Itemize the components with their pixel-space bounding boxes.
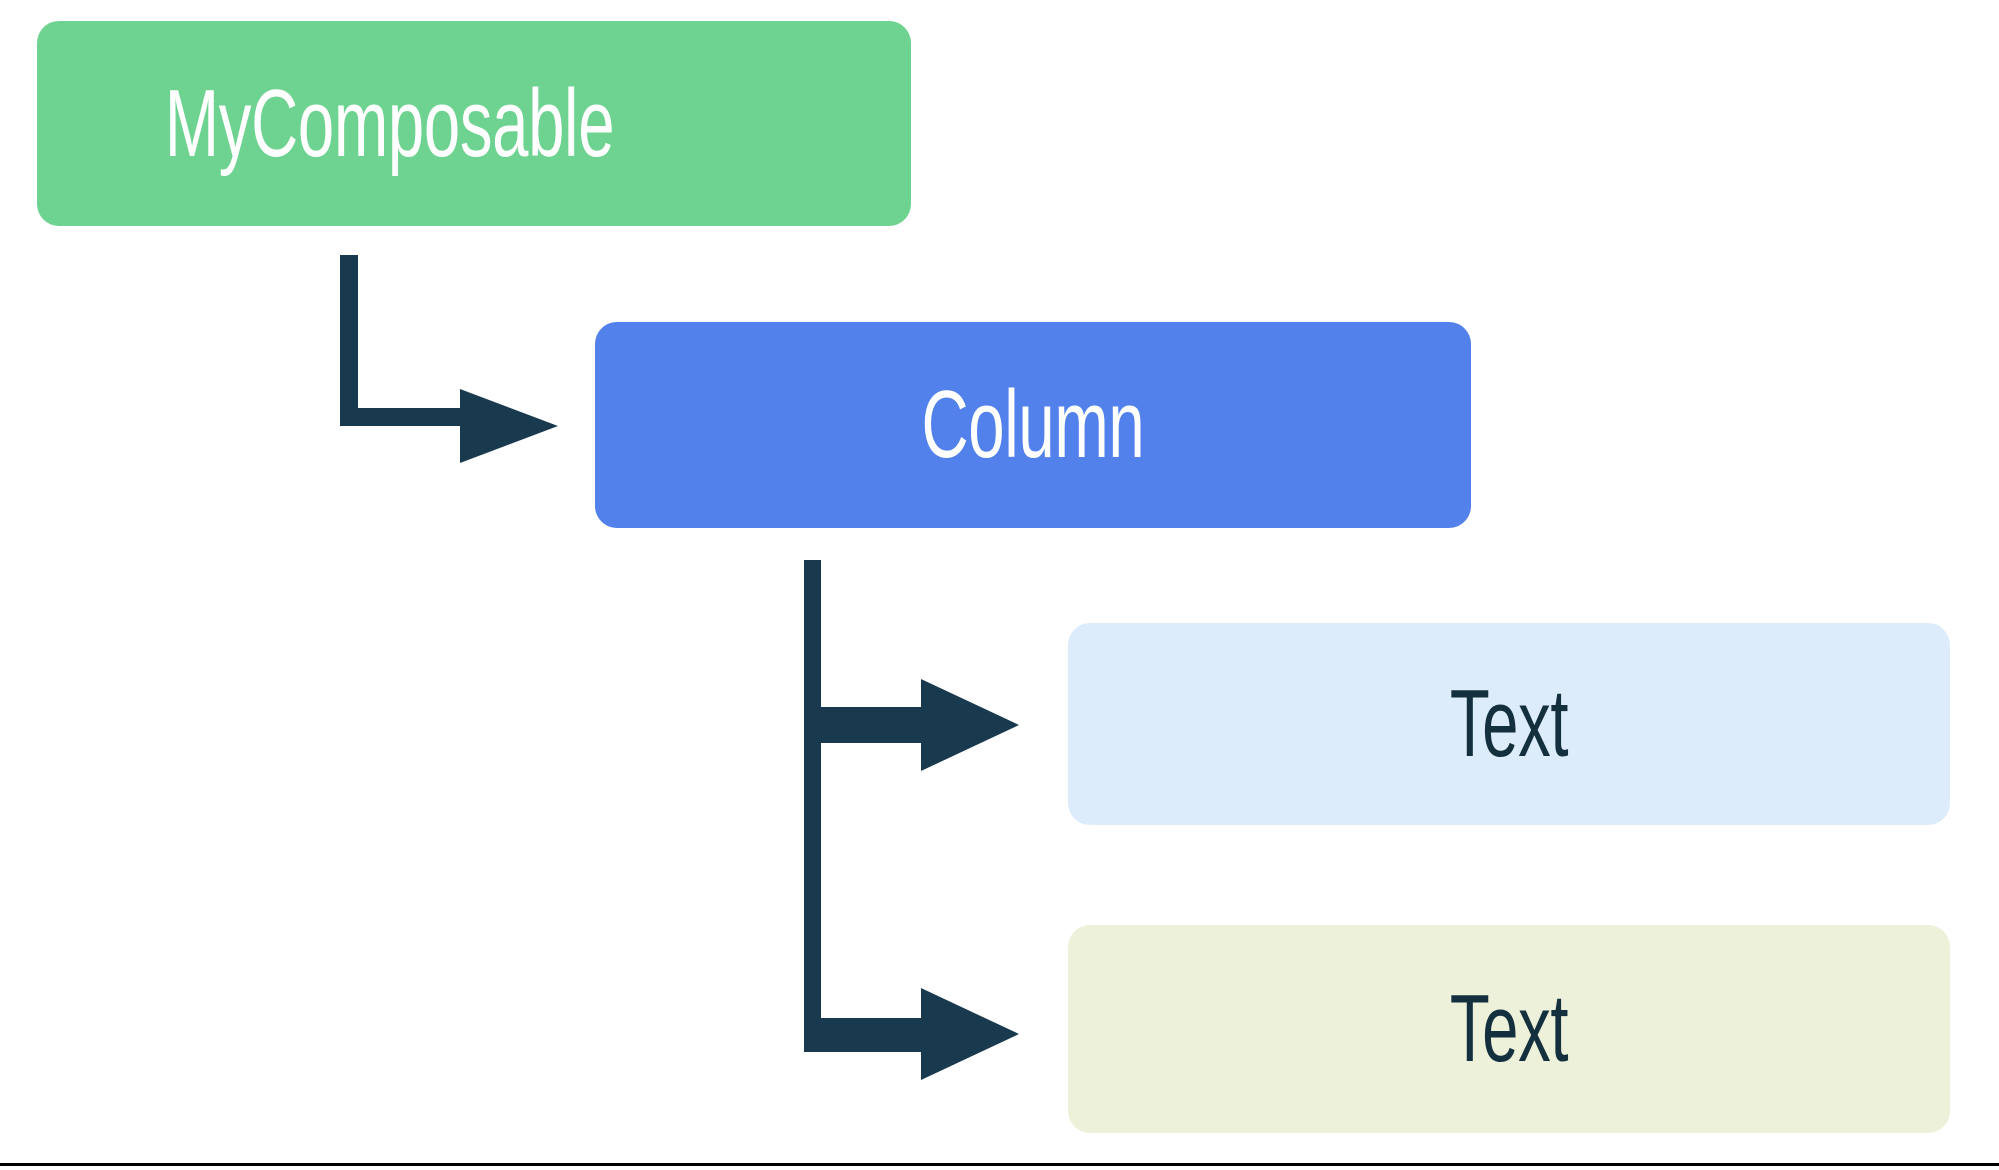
edge-mycomposable-to-column: [340, 255, 558, 463]
edge-column-to-text-1: [804, 560, 1019, 771]
node-text-second[interactable]: Text: [1068, 925, 1950, 1133]
node-column-label: Column: [921, 371, 1145, 478]
edge-column-to-text-2: [804, 560, 1019, 1080]
node-mycomposable-label: MyComposable: [164, 69, 615, 177]
node-column[interactable]: Column: [595, 322, 1471, 528]
node-mycomposable[interactable]: MyComposable: [37, 21, 911, 226]
node-text-second-label: Text: [1449, 975, 1569, 1082]
node-text-first[interactable]: Text: [1068, 623, 1950, 825]
node-text-first-label: Text: [1449, 670, 1569, 777]
bottom-divider: [0, 1163, 1999, 1166]
